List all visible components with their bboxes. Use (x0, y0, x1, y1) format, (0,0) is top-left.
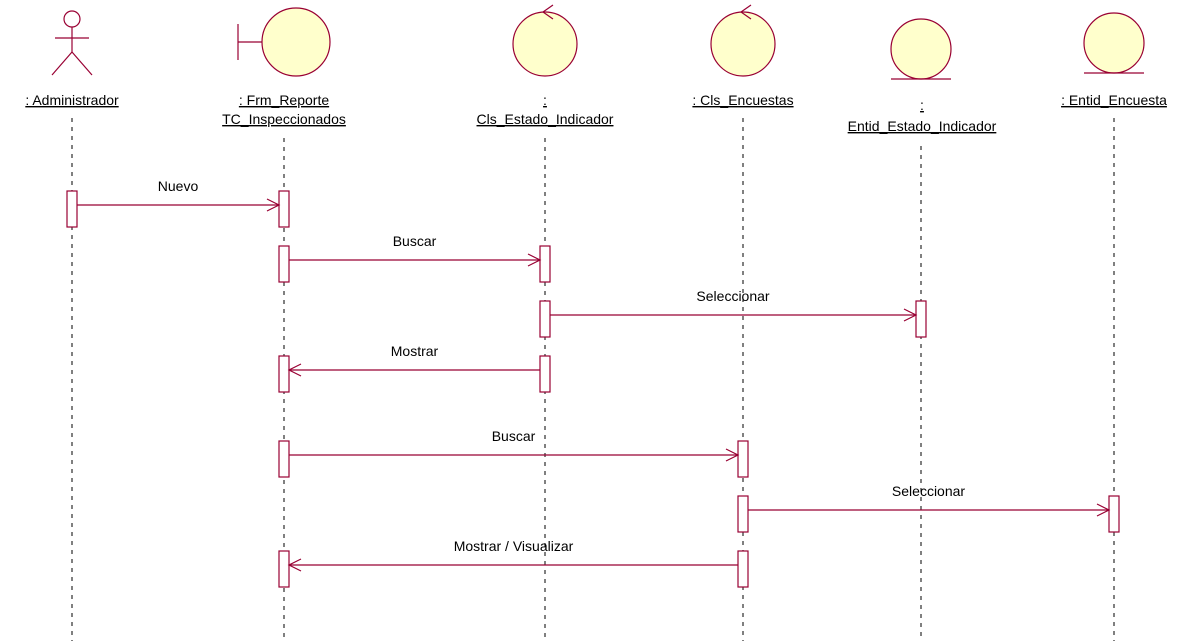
activation-layer (66, 190, 1120, 588)
participant-label: : Cls_Encuestas (692, 92, 793, 108)
participant-clsEst: : Cls_Estado_Indicador (477, 4, 614, 127)
message-label: Mostrar (391, 343, 439, 359)
activation-bar (278, 245, 290, 283)
arrowhead-icon (266, 198, 281, 212)
activation-bar (915, 300, 927, 338)
participant-label: : Entid_Encuesta (1061, 92, 1167, 108)
activation-bar (278, 355, 290, 393)
activation-bar (737, 495, 749, 533)
activation-bar (737, 550, 749, 588)
participant-entEst: : Entid_Estado_Indicador (848, 18, 997, 134)
arrowhead-icon (287, 363, 302, 377)
arrowhead-icon (1096, 503, 1111, 517)
actor-icon (51, 10, 93, 76)
participant-label: Entid_Estado_Indicador (848, 118, 997, 134)
participant-label: TC_Inspeccionados (222, 111, 346, 127)
message-label: Buscar (492, 428, 536, 444)
participant-label: : Administrador (25, 92, 119, 108)
participant-entEnc: : Entid_Encuesta (1061, 12, 1167, 108)
participant-label: : Frm_Reporte (239, 92, 329, 108)
message-6: Seleccionar (748, 483, 1111, 517)
control-icon (710, 4, 776, 77)
message-layer: NuevoBuscarSeleccionarMostrarBuscarSelec… (77, 178, 1111, 572)
activation-bar (1108, 495, 1120, 533)
lifeline-layer (71, 118, 1115, 641)
message-3: Seleccionar (550, 288, 918, 322)
arrowhead-icon (527, 253, 542, 267)
activation-bar (539, 355, 551, 393)
message-1: Nuevo (77, 178, 281, 212)
message-label: Seleccionar (892, 483, 965, 499)
message-5: Buscar (289, 428, 740, 462)
participant-admin: : Administrador (25, 10, 119, 108)
message-7: Mostrar / Visualizar (287, 538, 738, 572)
participant-label: Cls_Estado_Indicador (477, 111, 614, 127)
message-label: Nuevo (158, 178, 199, 194)
boundary-icon (237, 7, 331, 77)
entity-icon (1083, 12, 1145, 74)
activation-bar (66, 190, 78, 228)
activation-bar (737, 440, 749, 478)
participant-layer: : Administrador : Frm_ReporteTC_Inspeccio… (25, 4, 1167, 134)
entity-icon (890, 18, 952, 80)
message-4: Mostrar (287, 343, 540, 377)
participant-label: : (920, 97, 924, 113)
arrowhead-icon (903, 308, 918, 322)
message-label: Mostrar / Visualizar (454, 538, 574, 554)
message-label: Buscar (393, 233, 437, 249)
control-icon (512, 4, 578, 77)
activation-bar (278, 440, 290, 478)
activation-bar (539, 300, 551, 338)
participant-label: : (543, 92, 547, 108)
activation-bar (539, 245, 551, 283)
arrowhead-icon (287, 558, 302, 572)
activation-bar (278, 190, 290, 228)
message-label: Seleccionar (696, 288, 769, 304)
participant-clsEnc: : Cls_Encuestas (692, 4, 794, 108)
activation-bar (278, 550, 290, 588)
arrowhead-icon (725, 448, 740, 462)
message-2: Buscar (289, 233, 542, 267)
